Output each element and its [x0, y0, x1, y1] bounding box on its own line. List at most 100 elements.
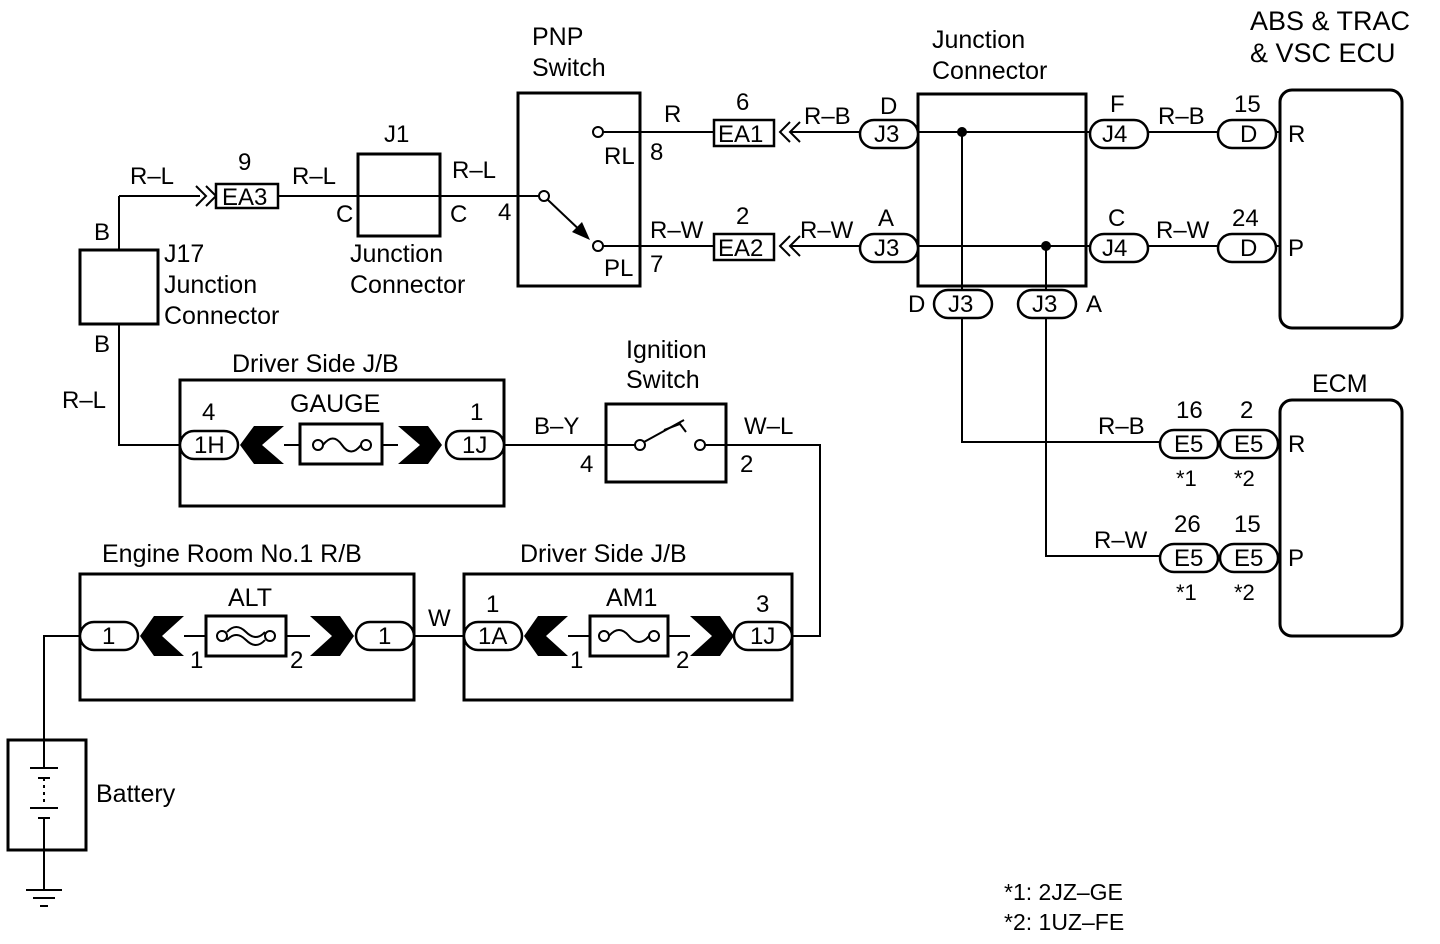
junction-connector-title-2: Connector — [932, 57, 1047, 85]
wire-r-l-j1b: R–L — [452, 157, 496, 184]
abs-pin-24: 24 — [1232, 205, 1259, 232]
connector-ea3: EA3 9 R–L — [130, 149, 280, 211]
ecm-pin-16: 16 — [1176, 397, 1203, 424]
wire-b-y: B–Y — [534, 413, 579, 440]
alt-pin-1: 1 — [190, 647, 203, 674]
abs-pin-p: P — [1288, 235, 1304, 262]
wire-r-l-left: R–L — [62, 387, 106, 414]
wire-r: R — [664, 101, 681, 128]
j3-a-label: J3 — [874, 235, 899, 262]
connector-1j-bottom-label: 1J — [750, 623, 775, 650]
j4-f-label: J4 — [1102, 121, 1127, 148]
am1-pin-2: 2 — [676, 647, 689, 674]
wire-r-b-ea1: R–B — [804, 103, 851, 130]
junction-connector-title-1: Junction — [932, 26, 1025, 54]
j1-title-2: Connector — [350, 271, 465, 299]
am1-top-pin-3: 3 — [756, 591, 769, 618]
battery-label: Battery — [96, 780, 176, 808]
ecm-pin-p: P — [1288, 545, 1304, 572]
jb-pin-4: 4 — [202, 399, 215, 426]
wire-r-l-j1a: R–L — [292, 163, 336, 190]
ea3-pin: 9 — [238, 149, 251, 176]
ignition-switch: Ignition Switch 4 2 B–Y W–L — [534, 336, 793, 484]
pnp-pin-4: 4 — [498, 199, 511, 226]
pnp-pin-7: 7 — [650, 251, 663, 278]
connector-1h-label: 1H — [194, 432, 225, 459]
ignition-title-1: Ignition — [626, 336, 707, 364]
j1-label: J1 — [384, 121, 409, 148]
ea1-pin: 6 — [736, 89, 749, 116]
abs-ecu-title-2: & VSC ECU — [1250, 38, 1396, 68]
j17-title-1: J17 — [164, 240, 204, 268]
fuse-alt-label: ALT — [228, 584, 272, 612]
connector-ea1: EA1 6 R R–B — [664, 89, 851, 148]
ea2-pin: 2 — [736, 203, 749, 230]
j17-junction-connector: B B J17 Junction Connector R–L — [62, 219, 279, 414]
j4-c-pin: C — [1108, 205, 1125, 232]
ign-pin-2: 2 — [740, 451, 753, 478]
j1-junction-connector: J1 C C Junction Connector R–L R–L — [292, 121, 496, 299]
ecm-pin-26: 26 — [1174, 511, 1201, 538]
pnp-switch-title-1: PNP — [532, 23, 583, 51]
driver-side-jb-top: Driver Side J/B GAUGE 1H 4 1J 1 — [178, 350, 506, 508]
j4-f-pin: F — [1110, 91, 1125, 118]
driver-jb-top-title: Driver Side J/B — [232, 350, 399, 378]
wire-r-w-ea2: R–W — [800, 217, 854, 244]
abs-d15-label: D — [1240, 121, 1257, 148]
am1-pin-1: 1 — [570, 647, 583, 674]
wire-r-l-top: R–L — [130, 163, 174, 190]
wire-w: W — [428, 605, 451, 632]
j3-a-pin: A — [878, 205, 894, 232]
j3-bot-a-label: J3 — [1032, 291, 1057, 318]
ecm-pin-2: 2 — [1240, 397, 1253, 424]
ecm-pin-15: 15 — [1234, 511, 1261, 538]
am1-top-pin-1: 1 — [486, 591, 499, 618]
pnp-pin-rl: RL — [604, 143, 635, 170]
driver-side-jb-bottom: Driver Side J/B AM1 1A 1 1J 3 1 2 — [462, 540, 794, 702]
wire-r-w-pl: R–W — [650, 217, 704, 244]
connector-1a-label: 1A — [478, 623, 507, 650]
j1-title-1: Junction — [350, 240, 443, 268]
abs-ecu-title-1: ABS & TRAC — [1250, 6, 1410, 36]
abs-pin-15: 15 — [1234, 91, 1261, 118]
wire-r-w-ecm: R–W — [1094, 527, 1148, 554]
ecm-star2a: *2 — [1234, 466, 1255, 491]
engine-notes: *1: 2JZ–GE *2: 1UZ–FE — [1004, 879, 1124, 935]
ecm-title: ECM — [1312, 370, 1368, 398]
alt-pin-2: 2 — [290, 647, 303, 674]
note-2jz: *1: 2JZ–GE — [1004, 879, 1123, 905]
ecm: ECM E5 16 *1 E5 2 *2 E5 26 *1 E5 15 *2 R… — [1094, 370, 1404, 638]
abs-pin-r: R — [1288, 121, 1305, 148]
j3-bot-d-label: J3 — [948, 291, 973, 318]
rb-connector-1-right: 1 — [378, 623, 391, 650]
fuse-gauge-label: GAUGE — [290, 390, 380, 418]
j3-d-label: J3 — [874, 121, 899, 148]
ecm-e5-15-label: E5 — [1234, 545, 1263, 572]
engine-room-rb: Engine Room No.1 R/B ALT 1 1 1 2 W — [78, 540, 451, 702]
j1-pin-c-right: C — [450, 201, 467, 228]
ignition-title-2: Switch — [626, 366, 700, 394]
fuse-am1-label: AM1 — [606, 584, 657, 612]
j1-pin-c-left: C — [336, 201, 353, 228]
ea3-label: EA3 — [222, 184, 267, 211]
abs-trac-vsc-ecu: ABS & TRAC & VSC ECU D 15 D 24 R P R–B R… — [1156, 6, 1410, 330]
ecm-e5-2-label: E5 — [1234, 431, 1263, 458]
j3-bot-d-pin: D — [908, 291, 925, 318]
j3-d-pin: D — [880, 93, 897, 120]
pnp-pin-pl: PL — [604, 255, 633, 282]
engine-rb-title: Engine Room No.1 R/B — [102, 540, 362, 568]
pnp-pin-8: 8 — [650, 139, 663, 166]
ea1-label: EA1 — [718, 121, 763, 148]
ecm-star2b: *2 — [1234, 580, 1255, 605]
wire-r-w-abs: R–W — [1156, 217, 1210, 244]
ecm-e5-16-label: E5 — [1174, 431, 1203, 458]
connector-1j-top-label: 1J — [462, 432, 487, 459]
wire-w-l: W–L — [744, 413, 793, 440]
ea2-label: EA2 — [718, 235, 763, 262]
ecm-star1b: *1 — [1176, 580, 1197, 605]
abs-d24-label: D — [1240, 235, 1257, 262]
jb-pin-1: 1 — [470, 399, 483, 426]
connector-ea2: EA2 2 R–W R–W — [650, 203, 854, 262]
ecm-star1a: *1 — [1176, 466, 1197, 491]
